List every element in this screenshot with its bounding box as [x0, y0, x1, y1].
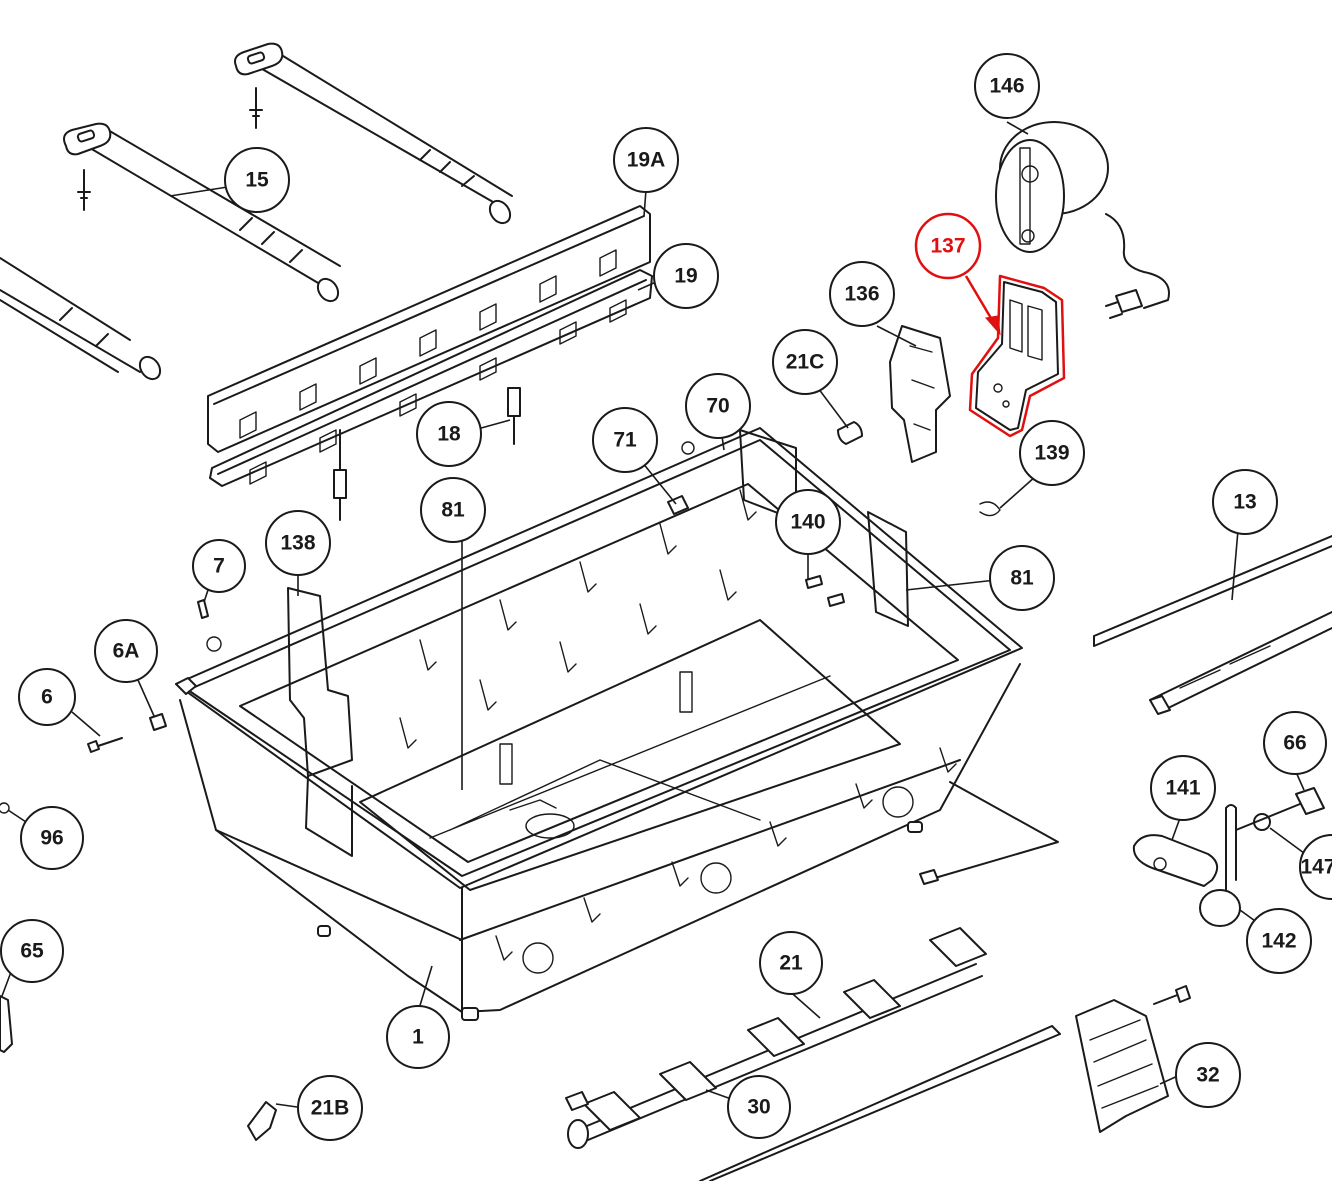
- callout-label-32: 32: [1196, 1064, 1219, 1087]
- roller-assembly-drawing: [1132, 787, 1325, 927]
- callout-label-6A: 6A: [113, 640, 140, 663]
- bracket-137-drawing: [968, 274, 1066, 438]
- callout-81[interactable]: 81: [420, 477, 486, 543]
- callout-label-66: 66: [1283, 732, 1306, 755]
- callout-label-21B: 21B: [311, 1097, 350, 1120]
- callout-137[interactable]: 137: [914, 212, 982, 280]
- callout-1[interactable]: 1: [386, 1005, 450, 1069]
- callout-96[interactable]: 96: [20, 806, 84, 870]
- bracket-136-drawing: [889, 325, 951, 463]
- callout-7[interactable]: 7: [192, 539, 246, 593]
- housing-32-drawing: [699, 985, 1191, 1181]
- callout-label-21C: 21C: [786, 351, 825, 374]
- callout-label-1: 1: [412, 1026, 424, 1049]
- callout-label-71: 71: [613, 429, 637, 452]
- callout-140[interactable]: 140: [775, 489, 841, 555]
- callout-label-7: 7: [213, 555, 225, 578]
- callout-label-138: 138: [280, 532, 315, 555]
- bracket-plates-drawing: [207, 205, 653, 521]
- callout-139[interactable]: 139: [1019, 420, 1085, 486]
- callout-19[interactable]: 19: [653, 243, 719, 309]
- callout-141[interactable]: 141: [1150, 755, 1216, 821]
- callout-19A[interactable]: 19A: [613, 127, 679, 193]
- callout-label-15: 15: [245, 169, 269, 192]
- callout-30[interactable]: 30: [727, 1075, 791, 1139]
- callout-21B[interactable]: 21B: [297, 1075, 363, 1141]
- callout-label-146: 146: [989, 75, 1024, 98]
- callout-label-137: 137: [930, 235, 965, 258]
- drive-shaft-drawing: [565, 927, 987, 1149]
- callout-label-81: 81: [1010, 567, 1034, 590]
- callout-147[interactable]: 147: [1299, 834, 1332, 900]
- callout-71[interactable]: 71: [592, 407, 658, 473]
- shaft-parts-drawing: [0, 42, 513, 381]
- callout-label-19: 19: [674, 265, 697, 288]
- callout-label-139: 139: [1034, 442, 1069, 465]
- callout-15[interactable]: 15: [224, 147, 290, 213]
- callout-70[interactable]: 70: [685, 373, 751, 439]
- callout-136[interactable]: 136: [829, 261, 895, 327]
- callout-label-141: 141: [1165, 777, 1200, 800]
- callout-label-65: 65: [20, 940, 44, 963]
- callout-6[interactable]: 6: [18, 668, 76, 726]
- callout-label-96: 96: [40, 827, 63, 850]
- callout-label-6: 6: [41, 686, 53, 709]
- callout-label-136: 136: [844, 283, 879, 306]
- callout-13[interactable]: 13: [1212, 469, 1278, 535]
- callout-label-13: 13: [1233, 491, 1256, 514]
- callout-label-142: 142: [1261, 930, 1296, 953]
- callout-142[interactable]: 142: [1246, 908, 1312, 974]
- callout-138[interactable]: 138: [265, 510, 331, 576]
- callout-18[interactable]: 18: [416, 401, 482, 467]
- callout-label-19A: 19A: [627, 149, 666, 172]
- callout-label-140: 140: [790, 511, 825, 534]
- callout-21[interactable]: 21: [759, 931, 823, 995]
- callout-label-30: 30: [747, 1096, 770, 1119]
- callout-label-18: 18: [437, 423, 461, 446]
- callout-65[interactable]: 65: [0, 919, 64, 983]
- callout-21C[interactable]: 21C: [772, 329, 838, 395]
- motor-146-drawing: [995, 121, 1170, 319]
- tub-body-drawing: [175, 427, 1059, 1021]
- callout-146[interactable]: 146: [974, 53, 1040, 119]
- callout-label-21: 21: [779, 952, 803, 975]
- callout-81[interactable]: 81: [989, 545, 1055, 611]
- callout-label-147: 147: [1300, 856, 1332, 879]
- small-parts-drawing: [0, 421, 1001, 1141]
- callout-66[interactable]: 66: [1263, 711, 1327, 775]
- callout-6A[interactable]: 6A: [94, 619, 158, 683]
- rails-13-drawing: [1093, 535, 1332, 715]
- callout-label-70: 70: [706, 395, 729, 418]
- callout-label-81: 81: [441, 499, 465, 522]
- callout-32[interactable]: 32: [1175, 1042, 1241, 1108]
